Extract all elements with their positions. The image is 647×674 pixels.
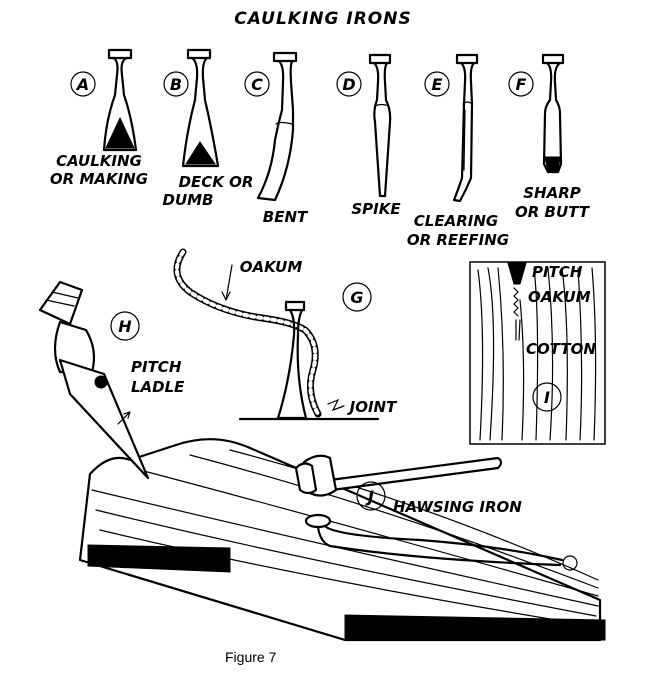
tool-c-letter: C — [251, 75, 263, 94]
tool-f-sharp-iron — [541, 53, 565, 174]
tool-d-letter-circle: D — [336, 71, 362, 97]
detail-g-oakum-joint — [173, 248, 380, 421]
tool-f-label-line-1: SHARP — [523, 184, 581, 202]
tool-d-letter: D — [342, 75, 355, 94]
tool-c-letter-circle: C — [244, 71, 270, 97]
tool-f-label-line-2: OR BUTT — [515, 203, 591, 221]
detail-j-letter-circle: J — [356, 481, 386, 511]
detail-i-pitch-label: PITCH — [532, 263, 583, 281]
detail-g-joint-label: JOINT — [347, 398, 398, 416]
detail-h-letter-circle: H — [110, 311, 140, 341]
tool-a-letter: A — [75, 75, 89, 94]
tool-e-letter: E — [432, 75, 443, 94]
tool-b-label-line-1: DECK OR — [179, 173, 254, 191]
deck-planks — [78, 438, 606, 642]
tool-e-clearing-iron — [452, 53, 479, 203]
detail-g-oakum-label: OAKUM — [240, 258, 303, 276]
tool-b-letter-circle: B — [163, 71, 189, 97]
detail-i-seam-section — [469, 261, 606, 445]
tool-a-letter-circle: A — [70, 71, 96, 97]
tool-a-label-line-1: CAULKING — [56, 152, 142, 170]
tool-d-label: SPIKE — [351, 200, 401, 218]
figure-caption: Figure 7 — [225, 649, 277, 665]
detail-g-letter-circle: G — [342, 282, 372, 312]
figure-title: CAULKING IRONS — [234, 9, 411, 29]
tool-d-spike-iron — [368, 53, 392, 198]
detail-i-oakum-label: OAKUM — [528, 288, 591, 306]
detail-h-label-line-2: LADLE — [131, 378, 185, 396]
tool-a-label-line-2: OR MAKING — [50, 170, 148, 188]
tool-c-bent-iron — [256, 51, 298, 202]
tool-e-label-line-1: CLEARING — [414, 212, 498, 230]
tool-b-letter: B — [170, 75, 182, 94]
detail-g-letter: G — [350, 288, 363, 307]
detail-h-letter: H — [118, 317, 132, 336]
tool-e-label-line-2: OR REEFING — [407, 231, 509, 249]
detail-i-cotton-label: COTTON — [526, 340, 596, 358]
detail-j-letter: J — [365, 487, 374, 506]
tool-f-letter-circle: F — [508, 71, 534, 97]
tool-c-label: BENT — [263, 208, 309, 226]
tool-b-label-line-2: DUMB — [163, 191, 214, 209]
detail-h-label-line-1: PITCH — [131, 358, 182, 376]
tool-f-letter: F — [516, 75, 527, 94]
detail-i-letter: I — [544, 388, 550, 407]
detail-i-letter-circle: I — [532, 382, 562, 412]
tool-a-caulking-iron — [102, 48, 138, 152]
tool-b-deck-iron — [181, 48, 220, 168]
tool-e-letter-circle: E — [424, 71, 450, 97]
detail-j-label: HAWSING IRON — [393, 498, 522, 516]
detail-h-pitch-ladle — [38, 280, 150, 480]
